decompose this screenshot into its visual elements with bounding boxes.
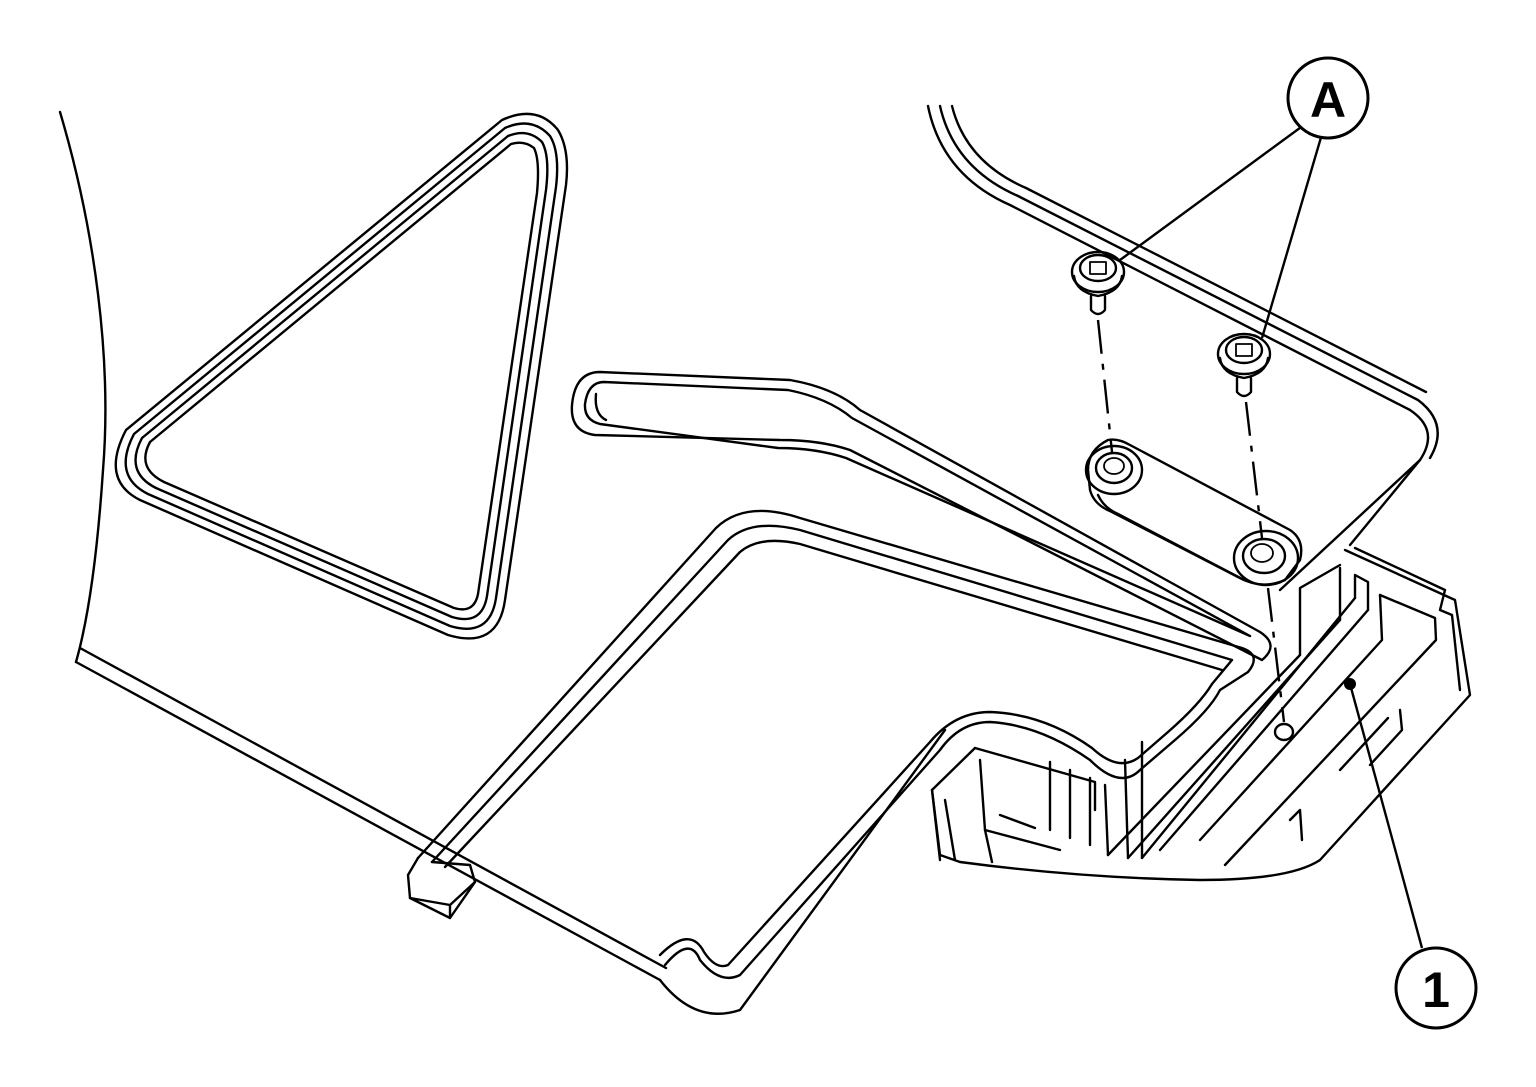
callout-a-label: A xyxy=(1310,72,1346,128)
rounded-slot xyxy=(570,370,1272,662)
upper-bracket xyxy=(926,104,1439,592)
floor-panel-edge xyxy=(74,646,947,1015)
callout-a: A xyxy=(1119,56,1370,339)
lower-pan-outline xyxy=(406,509,1255,980)
callout-1-label: 1 xyxy=(1422,962,1450,1018)
bolt-left xyxy=(1070,250,1126,316)
control-module xyxy=(930,546,1472,882)
mounting-plate xyxy=(1086,438,1303,586)
bolt-hole-upper xyxy=(1084,444,1144,496)
triangular-window-opening xyxy=(114,112,569,640)
bolt-right xyxy=(1216,332,1272,398)
bolt-alignment-lines xyxy=(1096,319,1286,723)
panel-left-edge xyxy=(58,110,107,664)
callout-1: 1 xyxy=(1344,678,1478,1030)
bolt-hole-lower xyxy=(1232,529,1300,587)
